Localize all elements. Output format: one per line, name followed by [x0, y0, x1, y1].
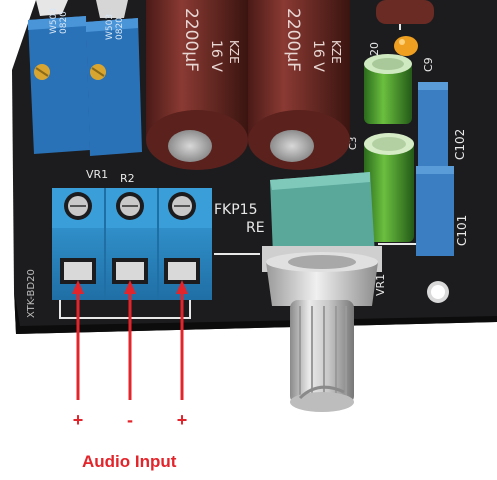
silkscreen-labels: VR1 R2 20 C9 C102 C101 C3 VR1 FKP15 RE X… — [26, 42, 469, 318]
screw-2 — [116, 192, 144, 220]
pin-arrows — [72, 280, 188, 400]
trimmer-right-code: W503 — [105, 14, 115, 40]
cap-left-voltage: 16 V — [208, 40, 224, 72]
pin-arrow-3 — [176, 280, 188, 400]
trimmer-left: W503 0820 — [28, 8, 90, 154]
cap-right-series: KZE — [329, 40, 343, 64]
capacitor-green-top — [364, 54, 412, 124]
cap-right-value: 2200µF — [283, 8, 303, 72]
potentiometer-knob — [290, 300, 354, 412]
film-capacitor-bottom — [416, 166, 454, 256]
wire-slot-2 — [112, 258, 148, 284]
c3-label: C3 — [348, 137, 359, 150]
vr1-right-label: VR1 — [374, 274, 387, 296]
pin-label-3: + — [177, 410, 188, 430]
pot-model-label: FKP15 — [214, 202, 258, 218]
pin-arrow-1 — [72, 280, 84, 400]
pin-label-2: - — [127, 410, 133, 430]
terminal-block — [52, 188, 212, 300]
screw-3 — [168, 192, 196, 220]
c102-label: C102 — [453, 129, 467, 160]
capacitor-large-left: 2200µF 16 V KZE — [146, 0, 248, 170]
film-capacitor-top — [418, 82, 448, 168]
small-components-top-right — [376, 0, 434, 56]
wire-slot-1 — [60, 258, 96, 284]
vr2-label: R2 — [120, 172, 135, 185]
wire-slot-3 — [164, 258, 200, 284]
c20-label: 20 — [368, 42, 381, 56]
trimmer-left-code-2: 0820 — [59, 11, 69, 34]
capacitor-large-right: 2200µF 16 V KZE — [248, 0, 350, 170]
cap-left-value: 2200µF — [181, 8, 201, 72]
cap-left-series: KZE — [227, 40, 241, 64]
pot-model-label-2: RE — [246, 220, 265, 236]
top-left-component — [36, 0, 128, 18]
potentiometer — [262, 172, 382, 412]
pin-arrow-2 — [124, 280, 136, 400]
trimmer-right-code-2: 0820 — [115, 17, 125, 40]
c101-label: C101 — [455, 215, 469, 246]
vr1-label: VR1 — [86, 168, 108, 181]
cap-right-voltage: 16 V — [310, 40, 326, 72]
trimmer-right: W503 0820 — [86, 14, 142, 156]
board-id-label: XTK-BD20 — [26, 269, 37, 318]
screw-1 — [64, 192, 92, 220]
c9-label: C9 — [422, 57, 435, 72]
trimmer-left-code: W503 — [49, 8, 59, 34]
capacitor-green-bottom — [364, 133, 414, 242]
pin-label-1: + — [73, 410, 84, 430]
audio-input-caption: Audio Input — [82, 452, 177, 471]
pin-labels: + - + — [73, 410, 188, 430]
